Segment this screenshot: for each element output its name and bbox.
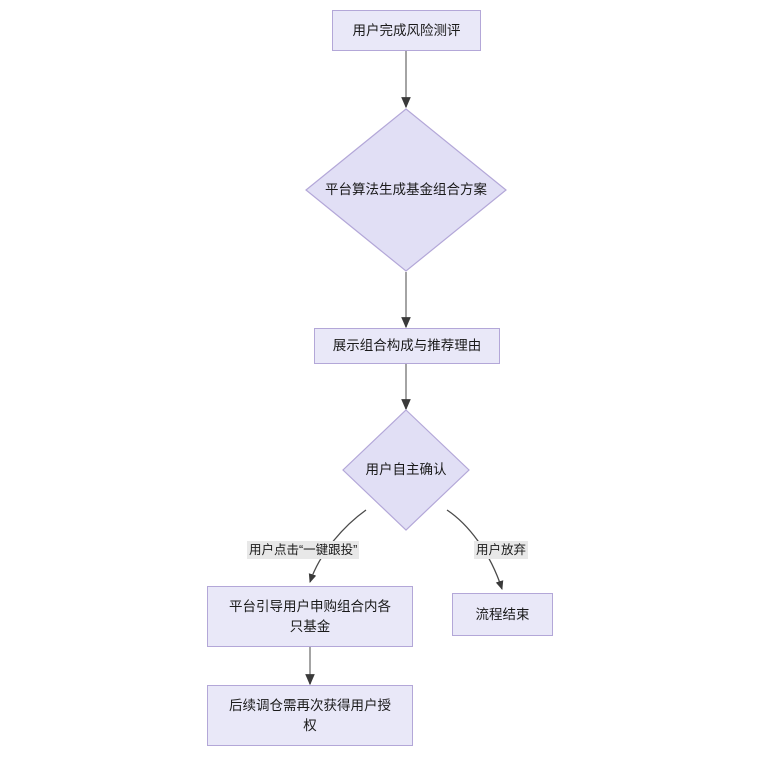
node-platform-guides-subscription[interactable]: 平台引导用户申购组合内各 只基金: [207, 586, 413, 647]
node-show-portfolio-composition[interactable]: 展示组合构成与推荐理由: [314, 328, 500, 364]
diamond-shape: [342, 409, 470, 531]
node-rebalance-requires-authorization[interactable]: 后续调仓需再次获得用户授 权: [207, 685, 413, 746]
diamond-shape: [305, 108, 507, 272]
node-user-confirmation[interactable]: 用户自主确认: [342, 409, 470, 531]
node-algorithm-generates-portfolio[interactable]: 平台算法生成基金组合方案: [305, 108, 507, 272]
node-user-risk-assessment[interactable]: 用户完成风险测评: [332, 10, 481, 51]
node-process-end[interactable]: 流程结束: [452, 593, 553, 636]
node-label: 平台算法生成基金组合方案: [325, 182, 487, 197]
edge-label-user-abandon: 用户放弃: [474, 541, 529, 559]
edge-label-one-click-follow: 用户点击“一键跟投”: [247, 541, 360, 559]
node-label: 用户自主确认: [365, 462, 447, 477]
